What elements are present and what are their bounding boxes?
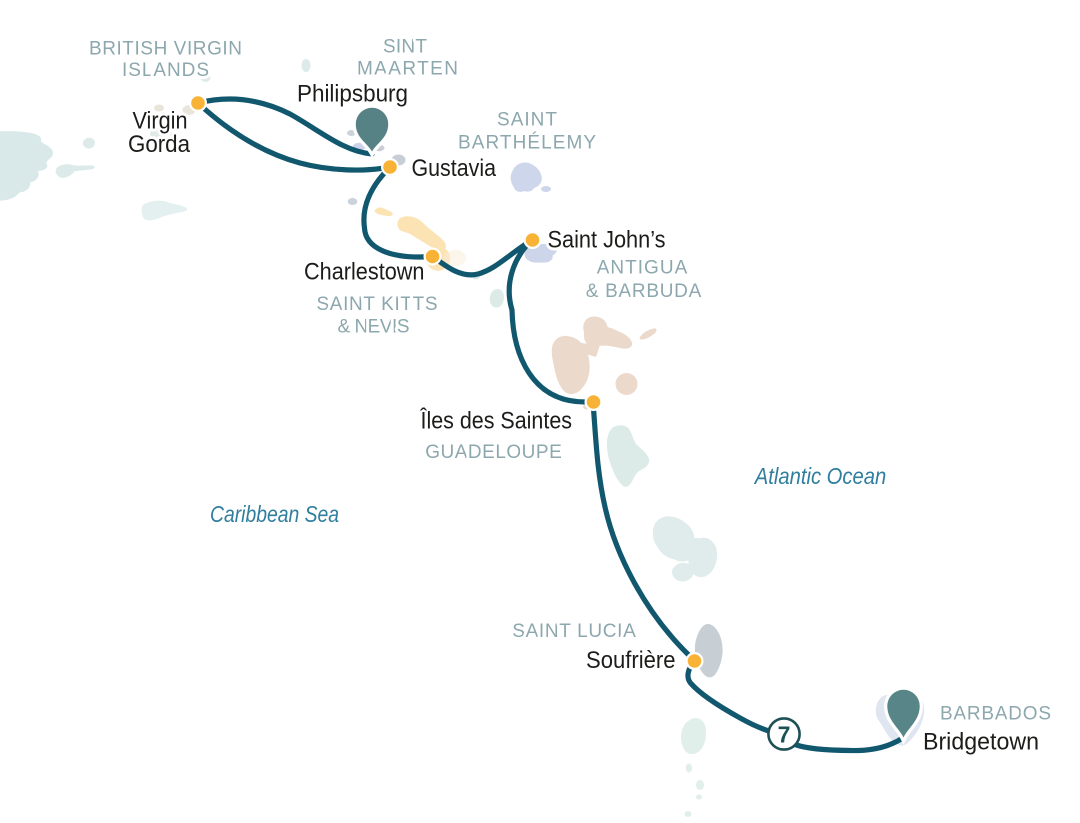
svg-text:BARBADOS: BARBADOS: [940, 704, 1052, 725]
svg-text:Soufrière: Soufrière: [586, 647, 676, 674]
svg-text:7: 7: [778, 722, 791, 748]
svg-text:Caribbean Sea: Caribbean Sea: [210, 501, 339, 527]
svg-text:SAINT: SAINT: [497, 110, 558, 131]
svg-text:Saint John’s: Saint John’s: [548, 227, 666, 254]
svg-text:SINT: SINT: [383, 37, 428, 58]
svg-text:Philipsburg: Philipsburg: [297, 81, 408, 108]
svg-text:SAINT KITTS: SAINT KITTS: [317, 294, 439, 315]
svg-text:Atlantic Ocean: Atlantic Ocean: [753, 463, 886, 489]
svg-text:BRITISH VIRGIN: BRITISH VIRGIN: [89, 39, 243, 60]
svg-text:& NEVIS: & NEVIS: [338, 317, 411, 338]
svg-text:SAINT LUCIA: SAINT LUCIA: [512, 621, 637, 642]
svg-text:Bridgetown: Bridgetown: [923, 729, 1039, 756]
svg-text:MAARTEN: MAARTEN: [357, 59, 459, 80]
svg-text:ANTIGUA: ANTIGUA: [597, 258, 689, 279]
svg-text:Gorda: Gorda: [128, 131, 191, 158]
svg-text:GUADELOUPE: GUADELOUPE: [425, 442, 563, 463]
svg-text:& BARBUDA: & BARBUDA: [586, 281, 703, 302]
svg-text:Îles des Saintes: Îles des Saintes: [420, 408, 572, 435]
svg-text:BARTHÉLEMY: BARTHÉLEMY: [458, 133, 597, 154]
svg-text:Gustavia: Gustavia: [412, 155, 497, 182]
svg-text:ISLANDS: ISLANDS: [122, 60, 210, 81]
svg-text:Charlestown: Charlestown: [304, 259, 425, 286]
svg-text:Virgin: Virgin: [133, 108, 188, 135]
